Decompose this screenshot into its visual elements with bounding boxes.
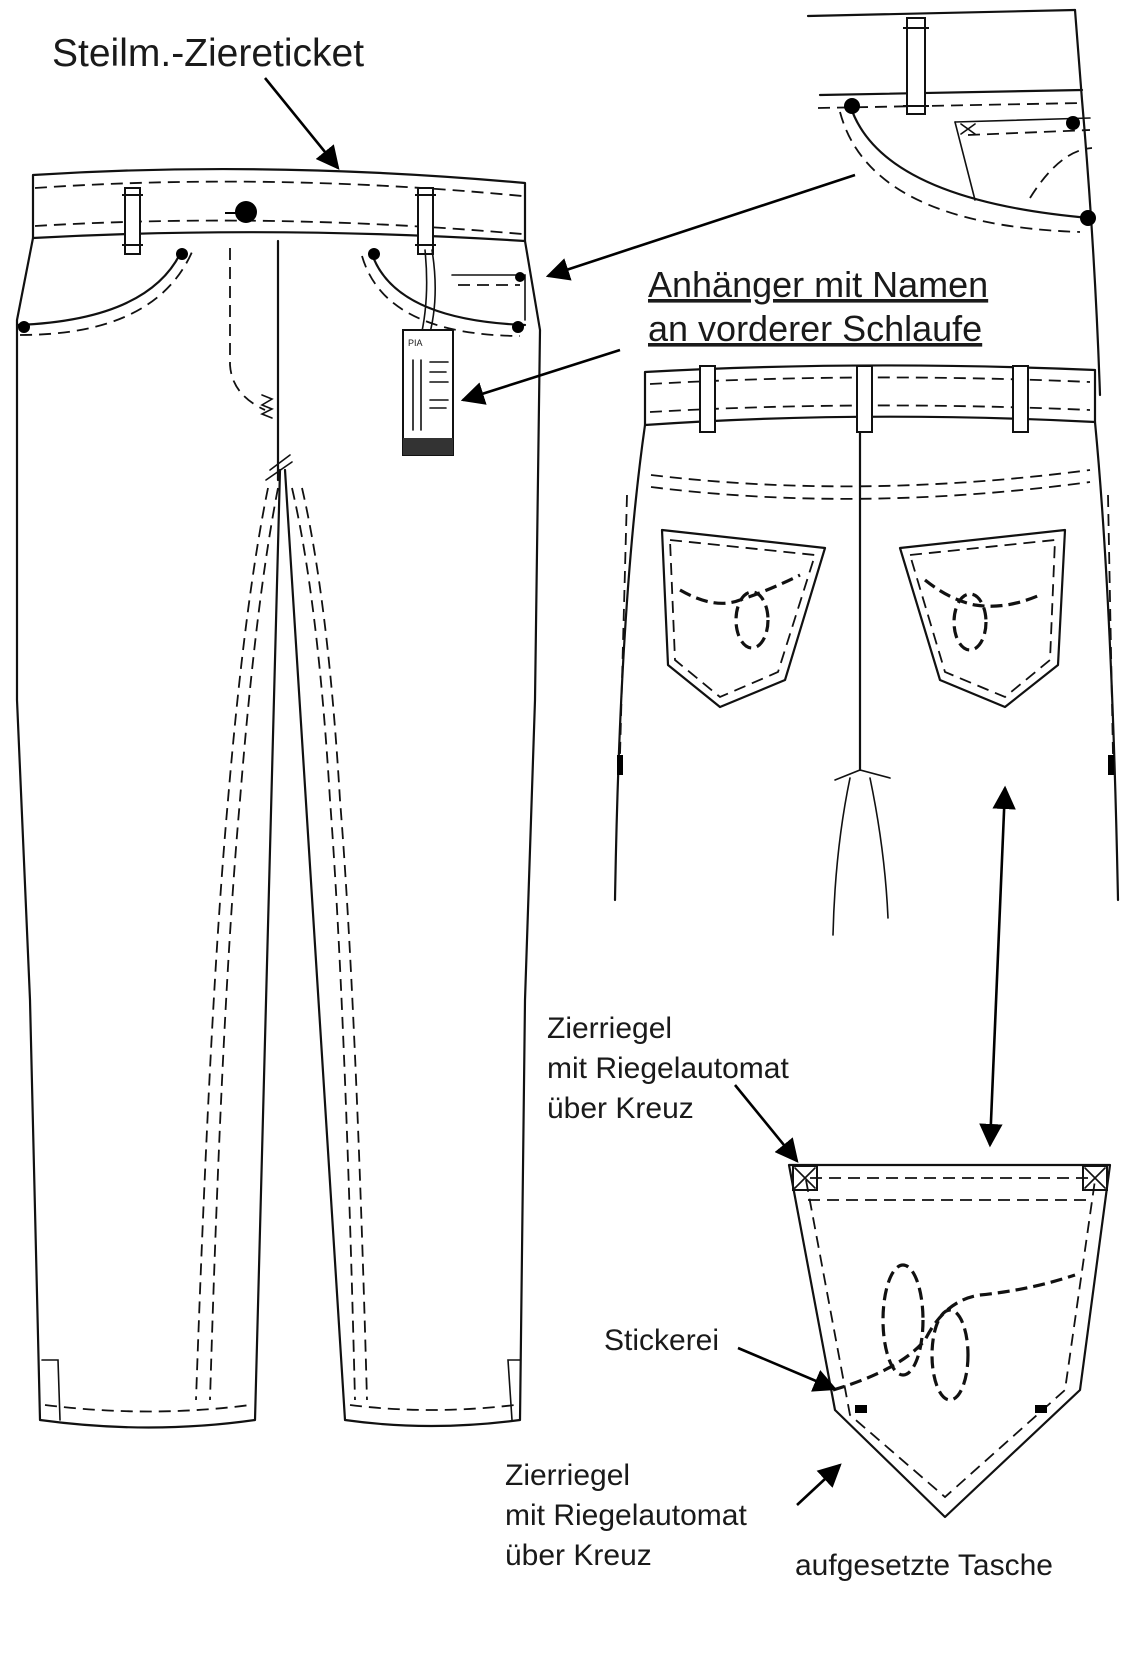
- pocket-detail-enlarged: [787, 1163, 1112, 1519]
- label-zierriegel-bottom-1: Zierriegel: [505, 1459, 630, 1492]
- label-ziereticket: Steilm.-Ziereticket: [52, 32, 364, 75]
- label-aufgesetzte-tasche: aufgesetzte Tasche: [795, 1549, 1053, 1582]
- hangtag-brand: PIA: [408, 338, 423, 348]
- arrows: [263, 77, 1016, 1506]
- label-stickerei: Stickerei: [604, 1324, 719, 1357]
- label-zierriegel-bottom-2: mit Riegelautomat: [505, 1499, 747, 1532]
- back-view-jeans: [613, 364, 1120, 936]
- label-zierriegel-top-1: Zierriegel: [547, 1012, 672, 1045]
- label-anhaenger-line2: an vorderer Schlaufe: [648, 308, 982, 349]
- label-zierriegel-top-2: mit Riegelautomat: [547, 1052, 789, 1085]
- front-view-jeans: PIA: [15, 167, 542, 1429]
- label-zierriegel-top-3: über Kreuz: [547, 1092, 694, 1125]
- front-pocket-detail: [806, 8, 1102, 397]
- label-anhaenger-line1: Anhänger mit Namen: [648, 264, 988, 305]
- label-zierriegel-bottom-3: über Kreuz: [505, 1539, 652, 1572]
